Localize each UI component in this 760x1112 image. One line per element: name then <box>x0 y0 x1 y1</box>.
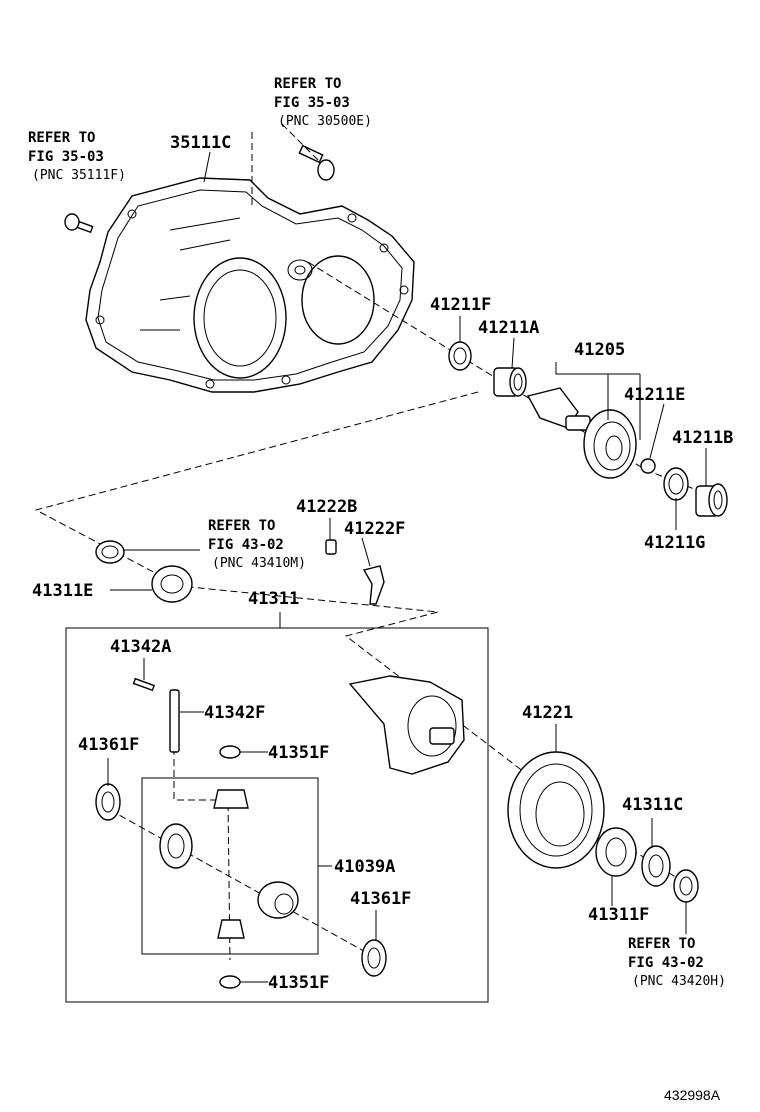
part-41222F-plate[interactable] <box>362 565 385 605</box>
part-41211A-bearing[interactable] <box>493 367 527 397</box>
transaxle-housing[interactable] <box>85 177 415 393</box>
label-41222B: 41222B <box>296 497 357 517</box>
label-41221: 41221 <box>522 703 573 723</box>
label-35111C: 35111C <box>170 133 231 153</box>
part-41311F-bearing[interactable] <box>595 827 637 877</box>
label-41211B: 41211B <box>672 428 733 448</box>
part-41342F-shaft[interactable] <box>169 689 180 753</box>
bolt-left[interactable] <box>64 213 94 234</box>
leader-lines <box>107 151 707 983</box>
part-41222B-bolt[interactable] <box>325 539 337 555</box>
part-41211F-seal[interactable] <box>448 341 472 371</box>
ref3-line1: REFER TO <box>208 518 275 534</box>
label-41342F: 41342F <box>204 703 265 723</box>
part-41361F-washer-right[interactable] <box>361 939 387 977</box>
label-41311C: 41311C <box>622 795 683 815</box>
label-41211E: 41211E <box>624 385 685 405</box>
part-41311-case[interactable] <box>348 675 465 775</box>
ref2-line2: FIG 35-03 <box>28 149 104 165</box>
pinion-gear-top[interactable] <box>213 789 249 809</box>
part-43410M-seal[interactable] <box>95 540 125 564</box>
ref3-line3: (PNC 43410M) <box>212 556 306 571</box>
ref1-line3: (PNC 30500E) <box>278 114 372 129</box>
part-41221-ring-gear[interactable] <box>507 751 605 869</box>
label-41039A: 41039A <box>334 857 395 877</box>
label-41351F-b: 41351F <box>268 973 329 993</box>
part-41351F-washer-bottom[interactable] <box>219 975 241 989</box>
label-41351F-a: 41351F <box>268 743 329 763</box>
pinion-gear-bottom[interactable] <box>217 919 245 939</box>
part-41361F-washer-left[interactable] <box>95 783 121 821</box>
label-41211F: 41211F <box>430 295 491 315</box>
bolt-upper[interactable] <box>298 144 335 181</box>
label-41311E: 41311E <box>32 581 93 601</box>
label-41342A: 41342A <box>110 637 171 657</box>
ref4-line3: (PNC 43420H) <box>632 974 726 989</box>
side-gear-right[interactable] <box>257 881 299 919</box>
differential-assembly-box <box>65 627 489 1003</box>
part-41211B-bearing[interactable] <box>695 483 728 517</box>
part-43420H-seal[interactable] <box>673 869 699 903</box>
ref4-line1: REFER TO <box>628 936 695 952</box>
part-41311E-bearing[interactable] <box>151 565 193 603</box>
ref4-line2: FIG 43-02 <box>628 955 704 971</box>
part-41211G-ring[interactable] <box>663 467 689 501</box>
ref2-line3: (PNC 35111F) <box>32 168 126 183</box>
part-41351F-washer-top[interactable] <box>219 745 241 759</box>
label-41361F-a: 41361F <box>78 735 139 755</box>
part-41342A-pin[interactable] <box>132 677 155 692</box>
label-41211A: 41211A <box>478 318 539 338</box>
label-41311F: 41311F <box>588 905 649 925</box>
label-41211G: 41211G <box>644 533 705 553</box>
ref1-line2: FIG 35-03 <box>274 95 350 111</box>
part-41311C-ring[interactable] <box>641 845 671 887</box>
figure-id: 432998A <box>664 1087 721 1103</box>
ref2-line1: REFER TO <box>28 130 95 146</box>
part-41211E-ball[interactable] <box>640 458 656 474</box>
label-41205: 41205 <box>574 340 625 360</box>
side-gear-left[interactable] <box>159 823 193 869</box>
part-41205-gear[interactable] <box>526 387 637 479</box>
ref3-line2: FIG 43-02 <box>208 537 284 553</box>
ref1-line1: REFER TO <box>274 76 341 92</box>
label-41311: 41311 <box>248 589 299 609</box>
label-41361F-b: 41361F <box>350 889 411 909</box>
label-41222F: 41222F <box>344 519 405 539</box>
